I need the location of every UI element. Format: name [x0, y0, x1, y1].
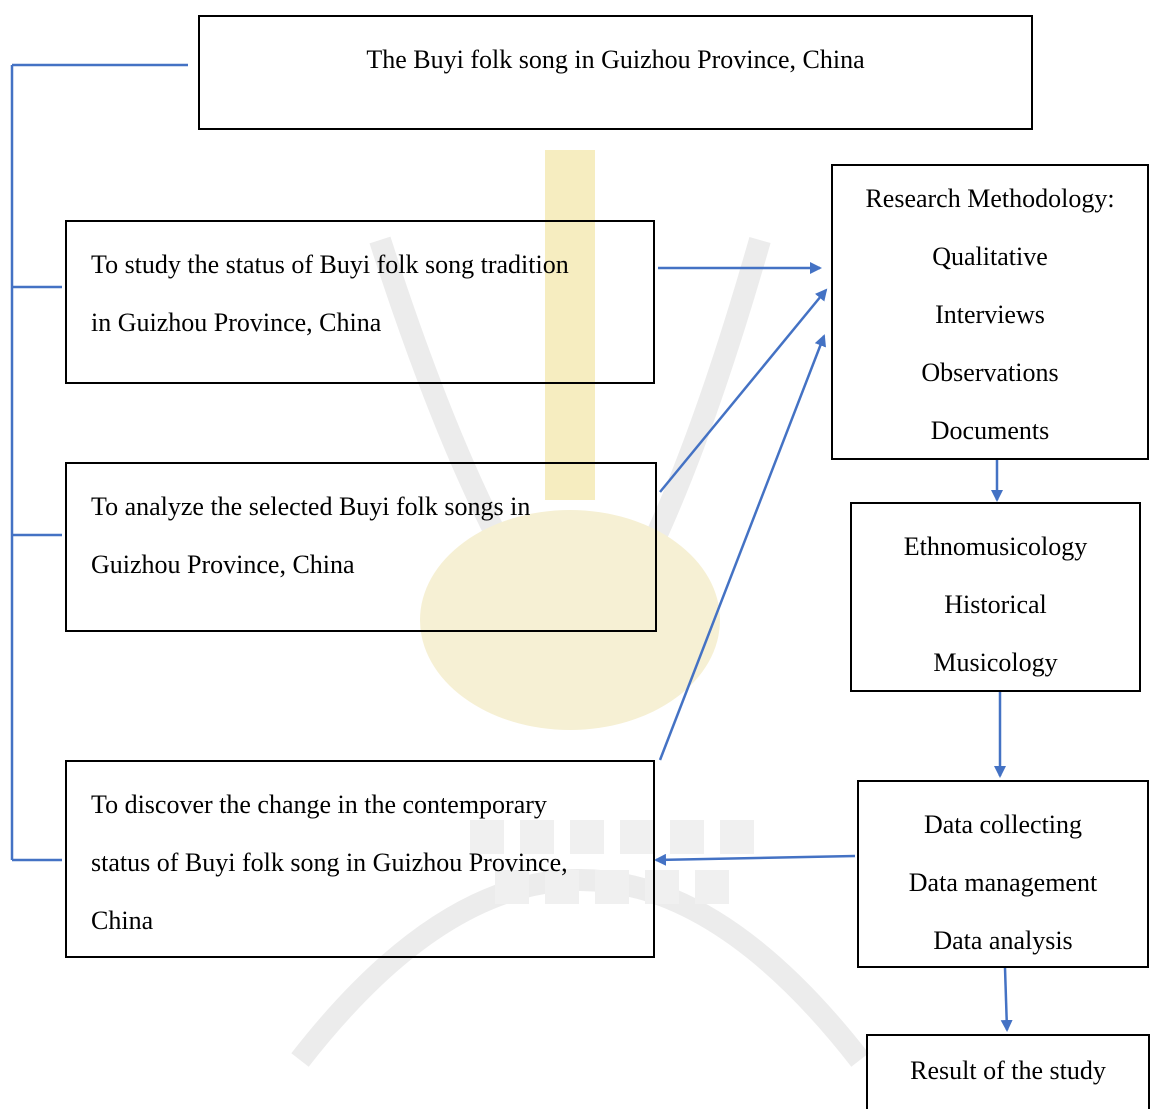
objective-3-line-1: To discover the change in the contempora…	[91, 790, 547, 819]
arrow-objective-3-to-methodology	[658, 334, 826, 761]
methodology-line-2: Qualitative	[932, 242, 1048, 271]
title-box: The Buyi folk song in Guizhou Province, …	[198, 15, 1033, 130]
data-line-3: Data analysis	[933, 926, 1073, 955]
disciplines-line-2: Historical	[944, 590, 1047, 619]
methodology-line-3: Interviews	[935, 300, 1045, 329]
data-line-2: Data management	[908, 868, 1098, 897]
objective-1-line-2: in Guizhou Province, China	[91, 308, 382, 337]
objective-2-line-2: Guizhou Province, China	[91, 550, 355, 579]
objective-2-box: To analyze the selected Buyi folk songs …	[65, 462, 657, 632]
disciplines-line-1: Ethnomusicology	[903, 532, 1088, 561]
disciplines-line-3: Musicology	[933, 648, 1058, 677]
data-line-1: Data collecting	[923, 810, 1083, 839]
result-line-1: Result of the study	[910, 1056, 1106, 1085]
objective-3-box: To discover the change in the contempora…	[65, 760, 655, 958]
objective-1-box: To study the status of Buyi folk song tr…	[65, 220, 655, 384]
disciplines-box: Ethnomusicology Historical Musicology	[850, 502, 1141, 692]
result-box: Result of the study	[866, 1034, 1150, 1109]
objective-1-line-1: To study the status of Buyi folk song tr…	[91, 250, 569, 279]
methodology-line-5: Documents	[930, 416, 1050, 445]
arrow-data-to-objective-3	[654, 853, 856, 866]
methodology-box: Research Methodology: Qualitative Interv…	[831, 164, 1149, 460]
title-box-line-1: The Buyi folk song in Guizhou Province, …	[366, 45, 865, 74]
arrow-data-to-result	[1000, 967, 1013, 1032]
arrow-objective-2-to-methodology	[659, 288, 828, 493]
objective-3-line-2: status of Buyi folk song in Guizhou Prov…	[91, 848, 568, 877]
data-processing-box: Data collecting Data management Data ana…	[857, 780, 1149, 968]
methodology-line-1: Research Methodology:	[865, 184, 1115, 213]
methodology-line-4: Observations	[921, 358, 1059, 387]
objective-3-line-3: China	[91, 906, 154, 935]
objective-2-line-1: To analyze the selected Buyi folk songs …	[91, 492, 531, 521]
